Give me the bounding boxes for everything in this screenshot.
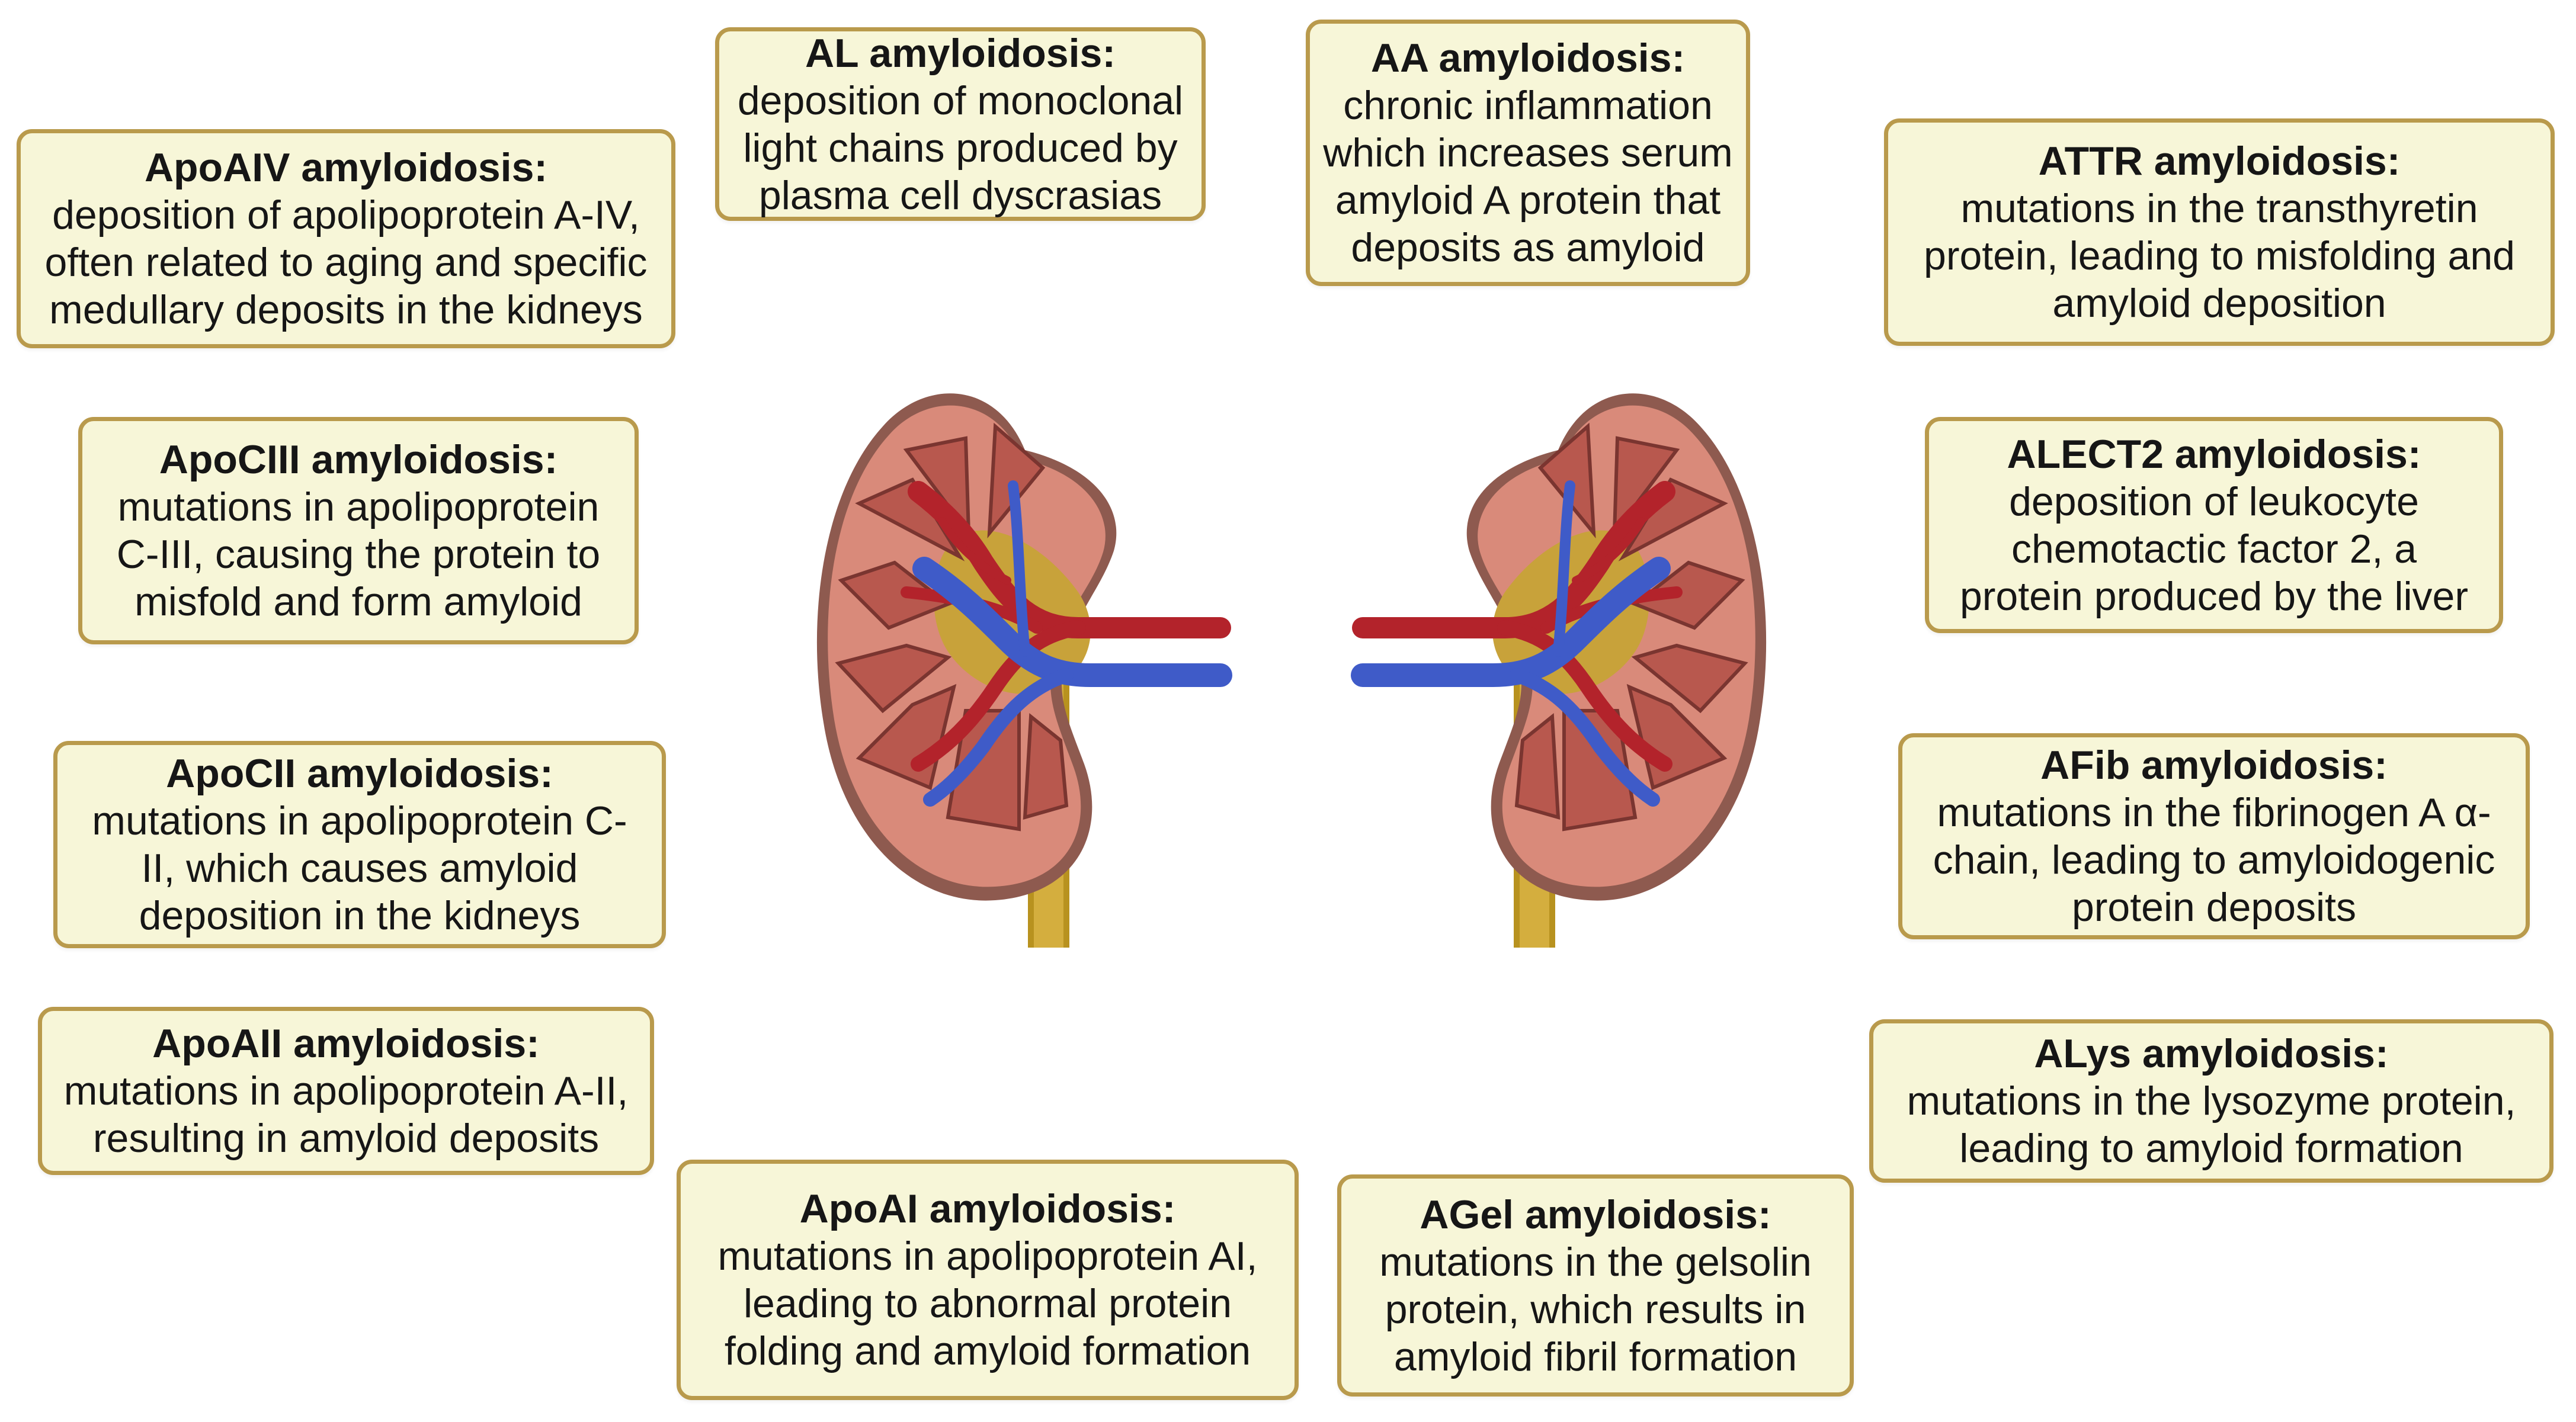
afib-description: mutations in the fibrinogen A α- chain, … xyxy=(1933,790,2495,930)
alys-title: ALys amyloidosis: xyxy=(2034,1031,2389,1076)
apoaiv-description: deposition of apolipoprotein A-IV, often… xyxy=(44,192,648,332)
afib-title: AFib amyloidosis: xyxy=(2040,743,2388,788)
alect2-title: ALECT2 amyloidosis: xyxy=(2007,431,2421,477)
apoaiv-amyloidosis-box: ApoAIV amyloidosis: deposition of apolip… xyxy=(17,129,675,348)
afib-amyloidosis-box: AFib amyloidosis: mutations in the fibri… xyxy=(1898,733,2530,939)
apocii-title: ApoCII amyloidosis: xyxy=(166,751,553,796)
al-title: AL amyloidosis: xyxy=(805,30,1116,76)
agel-amyloidosis-box: AGel amyloidosis: mutations in the gelso… xyxy=(1337,1174,1854,1397)
alect2-amyloidosis-box: ALECT2 amyloidosis: deposition of leukoc… xyxy=(1925,417,2503,633)
agel-description: mutations in the gelsolin protein, which… xyxy=(1379,1239,1812,1379)
apociii-title: ApoCIII amyloidosis: xyxy=(159,437,558,482)
apoai-amyloidosis-box: ApoAI amyloidosis: mutations in apolipop… xyxy=(677,1160,1299,1400)
apoaii-description: mutations in apolipoprotein A-II, result… xyxy=(63,1068,629,1161)
apoai-description: mutations in apolipoprotein AI, leading … xyxy=(717,1234,1258,1373)
apociii-description: mutations in apolipoprotein C-III, causi… xyxy=(116,484,601,624)
apocii-description: mutations in apolipoprotein C- II, which… xyxy=(92,798,627,938)
attr-amyloidosis-box: ATTR amyloidosis: mutations in the trans… xyxy=(1884,118,2555,346)
aa-amyloidosis-box: AA amyloidosis: chronic inflammation whi… xyxy=(1306,20,1750,286)
alys-description: mutations in the lysozyme protein, leadi… xyxy=(1907,1078,2516,1171)
al-description: deposition of monoclonal light chains pr… xyxy=(737,78,1184,218)
attr-description: mutations in the transthyretin protein, … xyxy=(1924,186,2515,326)
alect2-description: deposition of leukocyte chemotactic fact… xyxy=(1959,479,2469,619)
apoaii-amyloidosis-box: ApoAII amyloidosis: mutations in apolipo… xyxy=(38,1007,654,1175)
alys-amyloidosis-box: ALys amyloidosis: mutations in the lysoz… xyxy=(1869,1019,2553,1183)
right-kidney xyxy=(1363,393,1766,948)
attr-title: ATTR amyloidosis: xyxy=(2038,139,2401,184)
apoaiv-title: ApoAIV amyloidosis: xyxy=(144,145,548,190)
agel-title: AGel amyloidosis: xyxy=(1420,1192,1771,1237)
left-kidney xyxy=(817,393,1220,948)
apoai-title: ApoAI amyloidosis: xyxy=(799,1186,1176,1231)
apocii-amyloidosis-box: ApoCII amyloidosis: mutations in apolipo… xyxy=(53,741,666,948)
apociii-amyloidosis-box: ApoCIII amyloidosis: mutations in apolip… xyxy=(78,417,639,644)
aa-description: chronic inflammation which increases ser… xyxy=(1323,83,1733,270)
apoaii-title: ApoAII amyloidosis: xyxy=(152,1021,540,1066)
al-amyloidosis-box: AL amyloidosis: deposition of monoclonal… xyxy=(715,27,1206,221)
aa-title: AA amyloidosis: xyxy=(1370,36,1686,81)
